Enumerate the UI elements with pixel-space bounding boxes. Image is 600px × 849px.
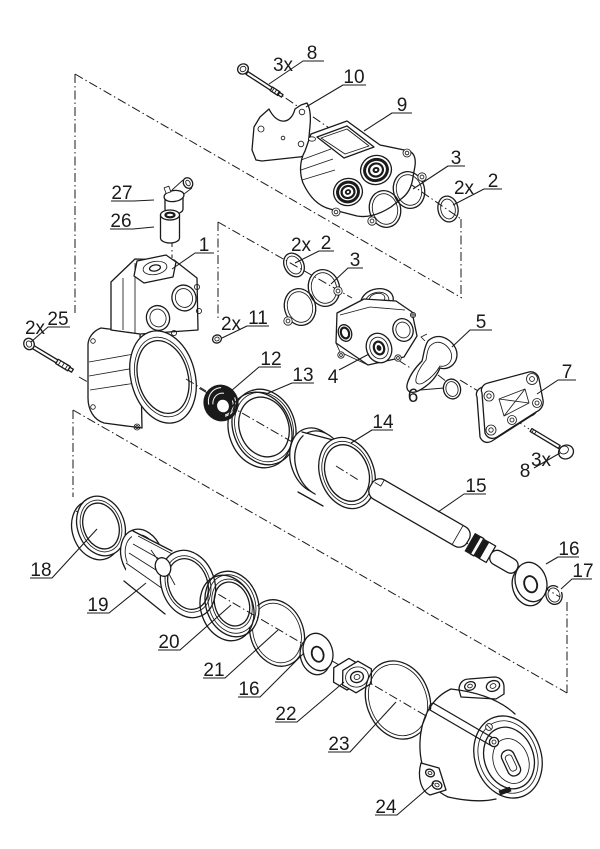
callout-16-left: 16 (238, 679, 259, 700)
callout-2-top: 2 (488, 171, 499, 192)
part-4-pump-head (335, 287, 418, 366)
part-8-screw-top (236, 63, 284, 98)
part-3-gasket-middle (283, 269, 343, 326)
part-25-screw (23, 337, 74, 373)
callout-7: 7 (562, 362, 573, 383)
callout-11: 11 (248, 308, 268, 329)
part-15-shaft (368, 478, 519, 574)
callout-22: 22 (275, 704, 296, 725)
part-5-valve-gasket (406, 333, 458, 393)
leader-lines (30, 60, 592, 816)
callout-8-right-qty: 3x (531, 450, 552, 471)
callout-18: 18 (30, 560, 51, 581)
callout-8-top: 8 (307, 43, 318, 64)
callout-14: 14 (372, 412, 394, 433)
callout-3-mid: 3 (350, 250, 361, 271)
part-14-sleeve (289, 427, 376, 510)
part-21-split-ring (248, 599, 306, 667)
callout-20: 20 (158, 632, 179, 653)
part-11-washer (211, 334, 223, 344)
callout-11-qty: 2x (221, 314, 242, 335)
part-10-gasket-plate (251, 102, 312, 162)
callout-25-qty: 2x (25, 318, 46, 339)
callout-21: 21 (203, 660, 224, 681)
callout-3-top: 3 (451, 148, 462, 169)
part-2-o-ring-middle (283, 252, 305, 278)
part-6-o-ring (442, 378, 462, 400)
callout-8-top-qty: 3x (273, 55, 294, 76)
part-27-elbow-fitting (163, 177, 194, 215)
part-24-motor-housing (418, 676, 543, 802)
callout-17: 17 (572, 561, 593, 582)
threaded-boss-left (332, 177, 364, 207)
part-1-crankcase-housing (87, 254, 207, 431)
callout-25: 25 (47, 309, 68, 330)
part-22-hex-nut (332, 657, 373, 694)
callout-5: 5 (476, 312, 487, 333)
callout-24: 24 (375, 797, 397, 818)
part-18-ring (70, 495, 127, 561)
part-19-piston-cage (119, 528, 217, 619)
part-16-washer-right (511, 561, 548, 607)
callout-19: 19 (87, 595, 108, 616)
part-3-gasket-top (367, 171, 427, 228)
callout-6: 6 (408, 386, 419, 407)
part-23-o-ring (364, 660, 432, 740)
callout-12: 12 (260, 349, 281, 370)
callout-15: 15 (465, 476, 486, 497)
callout-8-right: 8 (520, 461, 531, 482)
threaded-boss-right (359, 154, 393, 186)
callout-9: 9 (397, 95, 408, 116)
part-26-bushing (159, 209, 181, 244)
callout-10: 10 (343, 67, 364, 88)
part-8-screw-right (529, 427, 575, 460)
callout-16-right: 16 (558, 539, 579, 560)
callout-1: 1 (199, 235, 210, 256)
callout-2-mid: 2 (321, 233, 332, 254)
callout-4: 4 (328, 367, 339, 388)
part-2-o-ring-top (437, 195, 459, 223)
callout-2-top-qty: 2x (454, 178, 475, 199)
callout-26: 26 (110, 211, 131, 232)
callout-13: 13 (292, 365, 313, 386)
callout-23: 23 (328, 734, 349, 755)
part-16-washer-left (299, 632, 334, 676)
callout-labels: 3x 8 10 9 3 2x 2 27 26 1 2x 2 3 2x 11 2x… (25, 43, 594, 818)
callout-2-mid-qty: 2x (291, 235, 312, 256)
callout-27: 27 (111, 183, 132, 204)
part-20-seal-ring (199, 570, 260, 642)
part-9-valve-block (299, 120, 416, 218)
part-7-mounting-bracket (475, 371, 544, 444)
part-13-ring (227, 388, 297, 469)
